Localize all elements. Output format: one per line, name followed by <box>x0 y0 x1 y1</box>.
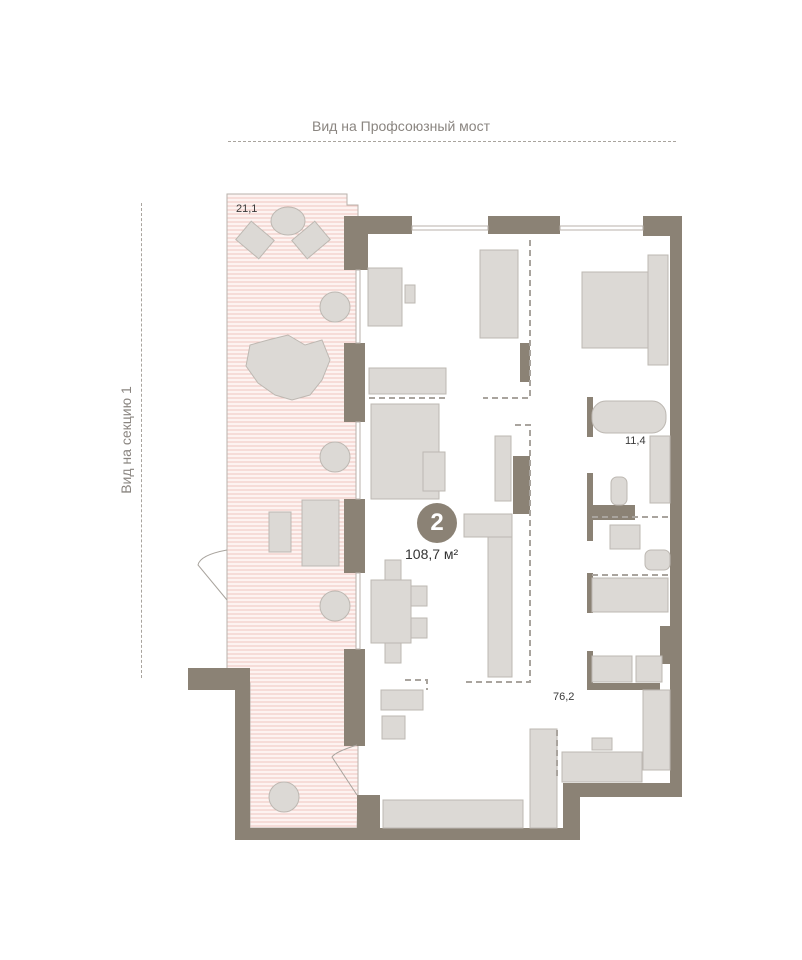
double-bed <box>581 271 653 349</box>
lounge-chair <box>291 220 331 260</box>
walls <box>188 216 682 840</box>
toilet <box>610 476 628 506</box>
dining-table <box>370 579 412 644</box>
desk <box>561 751 643 783</box>
shelving <box>591 577 669 613</box>
total-area: 108,7 м² <box>405 546 459 562</box>
bathtub <box>591 400 667 434</box>
lounge-chair <box>235 220 275 260</box>
sink <box>649 435 671 504</box>
balcony-area: 21,1 <box>236 203 258 215</box>
bathroom-area: 11,4 <box>625 435 646 447</box>
wardrobe <box>368 367 447 395</box>
dashed-partitions <box>369 240 668 780</box>
toilet <box>644 549 671 571</box>
wardrobe <box>382 799 524 829</box>
plant <box>319 441 351 473</box>
washbasin <box>591 655 633 683</box>
umbrella <box>245 334 331 401</box>
plant <box>268 781 300 813</box>
washing-machine <box>635 655 663 683</box>
rooms-badge: 2 <box>417 503 457 543</box>
doors <box>197 549 358 796</box>
plant <box>319 590 351 622</box>
view-line-top <box>228 141 676 142</box>
windows <box>355 225 644 650</box>
living-area: 76,2 <box>553 691 575 703</box>
plant <box>319 291 351 323</box>
view-line-left <box>141 203 142 678</box>
kitchen-unit <box>487 536 513 678</box>
furniture <box>235 206 671 829</box>
balcony-table <box>270 206 306 236</box>
view-label-top: Вид на Профсоюзный мост <box>312 118 490 134</box>
sofa <box>301 499 340 567</box>
wardrobe <box>529 728 558 829</box>
desk <box>367 267 403 327</box>
bed <box>479 249 519 339</box>
sink <box>609 524 641 550</box>
